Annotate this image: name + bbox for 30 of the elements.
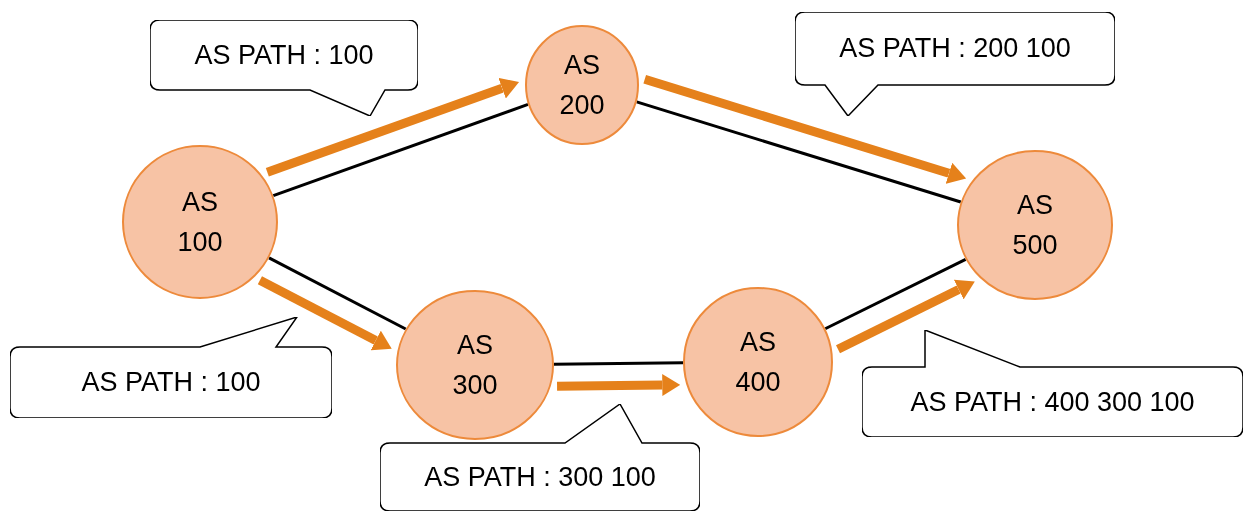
as-label: AS 300 xyxy=(451,329,499,402)
as-circle xyxy=(683,287,833,437)
route-arrow xyxy=(557,374,681,396)
route-arrow xyxy=(643,75,967,184)
as-circle xyxy=(122,145,278,299)
as-label: AS 200 xyxy=(558,49,606,122)
as-circle xyxy=(396,290,554,440)
speech-bubble xyxy=(862,330,1243,437)
link-line xyxy=(554,361,683,366)
route-arrow xyxy=(265,77,520,177)
link-line xyxy=(272,102,529,198)
as-circle xyxy=(525,25,639,145)
as-label: AS 100 xyxy=(176,186,224,259)
as-path-text: AS PATH : 200 100 xyxy=(839,32,1071,66)
as-label: AS 500 xyxy=(1011,189,1059,262)
as-path-text: AS PATH : 100 xyxy=(194,38,374,72)
as-path-text: AS PATH : 100 xyxy=(81,366,261,400)
as-path-text: AS PATH : 400 300 100 xyxy=(910,385,1195,419)
as-path-text: AS PATH : 300 100 xyxy=(424,460,656,494)
as-circle xyxy=(957,150,1113,300)
as-label: AS 400 xyxy=(734,326,782,399)
speech-bubble xyxy=(795,12,1115,116)
speech-bubble xyxy=(380,404,700,511)
route-arrow xyxy=(257,276,392,351)
speech-bubble xyxy=(150,20,418,116)
link-line xyxy=(268,256,407,331)
route-arrow xyxy=(836,279,975,354)
speech-bubble xyxy=(10,317,332,418)
link-line xyxy=(824,257,967,331)
link-line xyxy=(636,100,962,204)
